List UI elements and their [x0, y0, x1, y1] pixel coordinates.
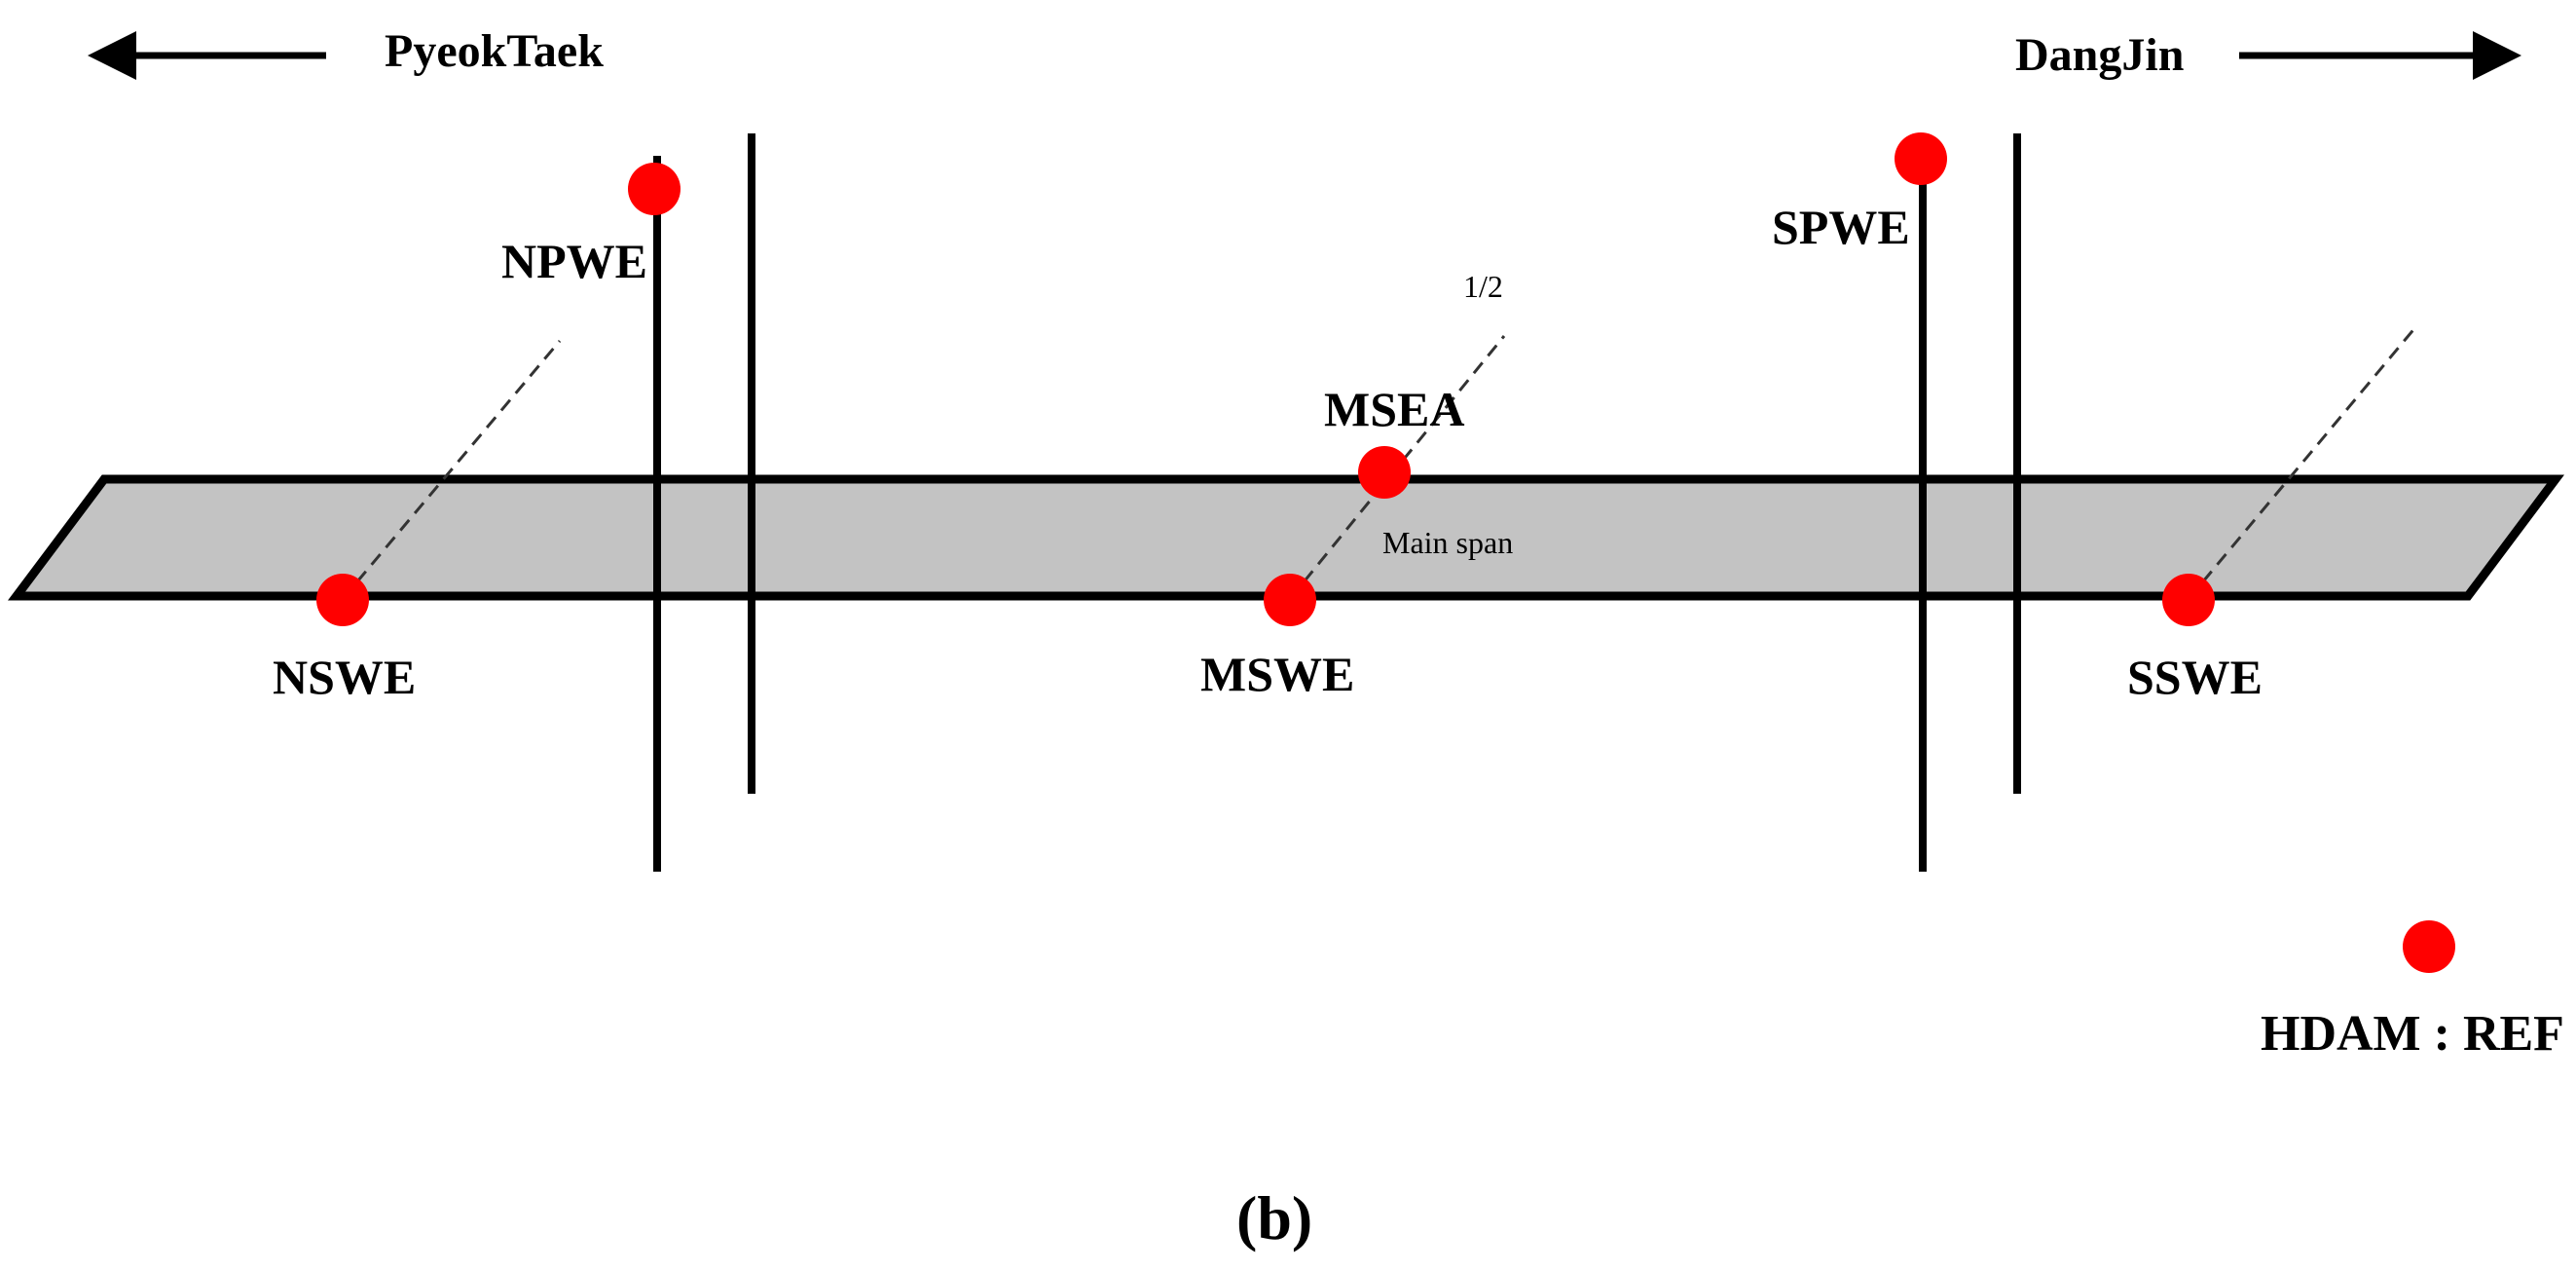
msea-sensor-marker: [1358, 446, 1411, 499]
mswe-sensor-marker: [1264, 574, 1316, 626]
sswe-label: SSWE: [2127, 650, 2263, 704]
npwe-sensor-marker: [628, 163, 681, 215]
direction-arrow-right: [2239, 31, 2521, 80]
north-section-dashed-line: [341, 340, 562, 600]
nswe-sensor-marker: [316, 574, 369, 626]
south-section-dashed-line: [2187, 325, 2418, 600]
sswe-sensor-marker: [2162, 574, 2215, 626]
reference-sensor-marker: [2403, 920, 2455, 973]
direction-label-right: DangJin: [2015, 29, 2184, 81]
direction-arrow-left: [88, 31, 326, 80]
arrowhead-right-icon: [2473, 31, 2521, 80]
nswe-label: NSWE: [273, 650, 416, 704]
reference-label: HDAM : REF: [2261, 1006, 2564, 1062]
main-span-label: Main span: [1382, 525, 1513, 560]
npwe-label: NPWE: [501, 234, 647, 288]
spwe-sensor-marker: [1895, 132, 1947, 185]
spwe-label: SPWE: [1772, 200, 1910, 254]
figure-caption: (b): [1236, 1183, 1312, 1252]
direction-label-left: PyeokTaek: [385, 25, 604, 77]
mswe-label: MSWE: [1200, 647, 1354, 701]
msea-label: MSEA: [1324, 382, 1464, 436]
arrowhead-left-icon: [88, 31, 136, 80]
half-span-label: 1/2: [1463, 269, 1503, 304]
